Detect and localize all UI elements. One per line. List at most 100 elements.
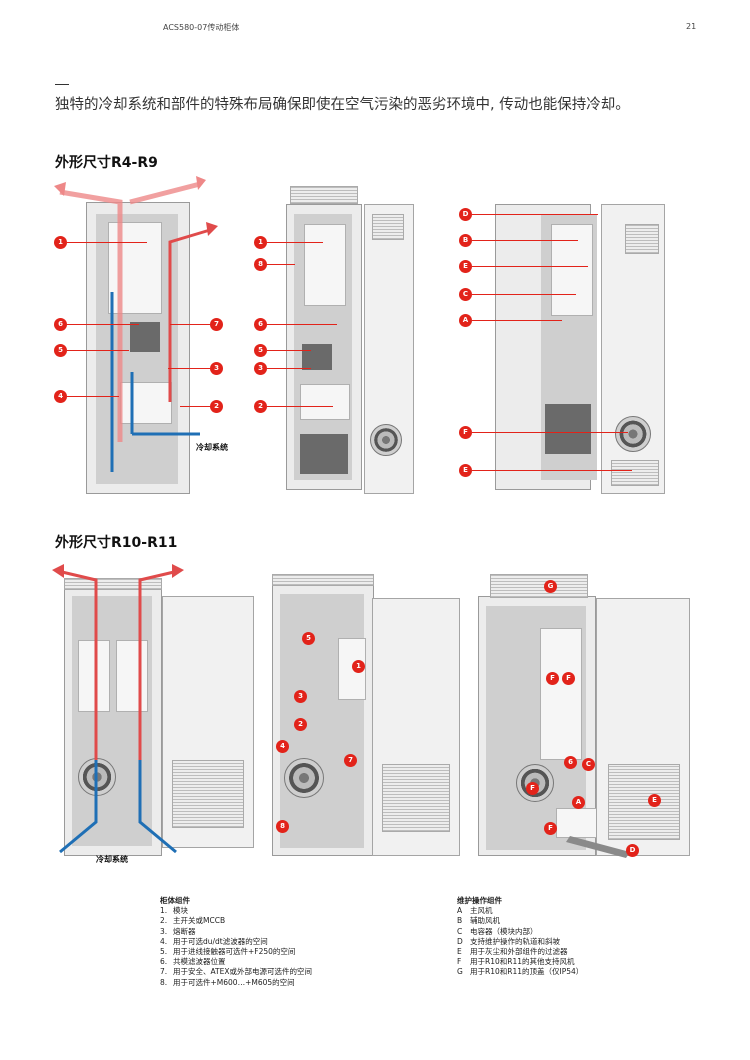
badge-F: F [544, 822, 557, 835]
badge-E: E [459, 464, 472, 477]
legend-text: 辅助风机 [470, 916, 500, 926]
legend-text: 主风机 [470, 906, 493, 916]
badge-C: C [582, 758, 595, 771]
badge-1: 1 [254, 236, 267, 249]
badge-5: 5 [302, 632, 315, 645]
figure-r10r11-airflow: 冷却系统 [40, 560, 262, 870]
legend-text: 支持维护操作的轨道和斜坡 [470, 936, 560, 946]
cabinet-interior [280, 594, 364, 848]
top-vent [272, 574, 374, 586]
badge-D: D [626, 844, 639, 857]
legend-key: A [457, 906, 463, 916]
leader-line [472, 214, 598, 215]
badge-E: E [459, 260, 472, 273]
door-grille [372, 214, 404, 240]
leader-line [267, 350, 311, 351]
badge-5: 5 [254, 344, 267, 357]
badge-8: 8 [254, 258, 267, 271]
badge-D: D [459, 208, 472, 221]
section2-title: 外形尺寸R10-R11 [55, 535, 178, 551]
badge-5: 5 [54, 344, 67, 357]
filter-space [120, 382, 172, 424]
legend-item: 4.用于可选du/dt滤波器的空间 [160, 937, 312, 947]
legend-text: 用于可选件+M600…+M605的空间 [173, 977, 295, 987]
intro-divider [55, 84, 69, 85]
main-switch [300, 384, 350, 420]
badge-A: A [459, 314, 472, 327]
cooling-system-label: 冷却系统 [196, 443, 228, 452]
figure-r4r9-open-cabinet: 1 8 6 5 3 2 [250, 184, 420, 494]
leader-line [267, 264, 295, 265]
drive-module [551, 224, 593, 316]
legend-key: 2. [160, 916, 168, 926]
leader-line [67, 242, 147, 243]
door-filter [611, 460, 659, 486]
header-page-number: 21 [686, 22, 697, 31]
badge-B: B [459, 234, 472, 247]
legend-key: G [457, 967, 463, 977]
legend-text: 用于R10和R11的顶盖（仅IP54） [470, 967, 584, 977]
legend-item: G 用于R10和R11的顶盖（仅IP54） [457, 967, 583, 977]
contactor [302, 344, 332, 370]
section1-title: 外形尺寸R4-R9 [55, 155, 158, 171]
badge-F: F [546, 672, 559, 685]
fan-icon [284, 758, 324, 798]
legend-key: C [457, 926, 463, 936]
badge-2: 2 [294, 718, 307, 731]
legend-item: 2. 主开关或MCCB [160, 916, 312, 926]
legend-key: 8. [160, 977, 168, 987]
legend-item: E 用于灰尘和外部组件的过滤器 [457, 947, 583, 957]
badge-2: 2 [210, 400, 223, 413]
leader-line [472, 320, 562, 321]
badge-F: F [526, 782, 539, 795]
service-ramp [566, 836, 630, 858]
door-grille [382, 764, 450, 832]
leader-line [267, 368, 311, 369]
leader-line [267, 242, 323, 243]
leader-line [472, 266, 588, 267]
legend-item: 7.用于安全、ATEX或外部电源可选件的空间 [160, 967, 312, 977]
legend-text: 用于进线接触器可选件+F250的空间 [173, 947, 296, 957]
terminals [300, 434, 348, 474]
leader-line [267, 406, 333, 407]
legend-key: B [457, 916, 463, 926]
leader-line [472, 470, 632, 471]
leader-line [472, 240, 578, 241]
drive-module [116, 640, 148, 712]
leader-line [67, 396, 119, 397]
leader-line [267, 324, 337, 325]
badge-6: 6 [564, 756, 577, 769]
legend-key: E [457, 947, 462, 957]
legend-key: 7. [160, 967, 168, 977]
legend-key: 6. [160, 957, 168, 967]
badge-A: A [572, 796, 585, 809]
legend-item: A 主风机 [457, 906, 583, 916]
fan-icon [615, 416, 651, 452]
legend-key: 5. [160, 947, 168, 957]
leader-line [472, 432, 628, 433]
badge-7: 7 [344, 754, 357, 767]
badge-1: 1 [352, 660, 365, 673]
legend-text: 熔断器 [173, 926, 196, 936]
drive-module [540, 628, 582, 760]
legend-text: 用于灰尘和外部组件的过滤器 [470, 947, 568, 957]
leader-line [67, 350, 129, 351]
badge-F: F [562, 672, 575, 685]
legend-text: 主开关或MCCB [173, 916, 226, 926]
badge-4: 4 [54, 390, 67, 403]
drive-module [78, 640, 110, 712]
figure-r4r9-maintenance: D B E C A F E [455, 184, 675, 494]
airflow-arrows [54, 176, 218, 472]
leader-line [180, 406, 210, 407]
top-vent [64, 578, 162, 590]
badge-8: 8 [276, 820, 289, 833]
component-block [130, 322, 160, 352]
badge-6: 6 [254, 318, 267, 331]
figure-r4r9-airflow: 1 6 5 4 7 3 2 冷却系统 [50, 172, 230, 497]
figure-r10r11-maintenance: G F F 6 C F A E F D [470, 568, 695, 866]
door-grille [608, 764, 680, 840]
header-doc-title: ACS580-07传动柜体 [163, 23, 240, 32]
door-grille [172, 760, 244, 828]
